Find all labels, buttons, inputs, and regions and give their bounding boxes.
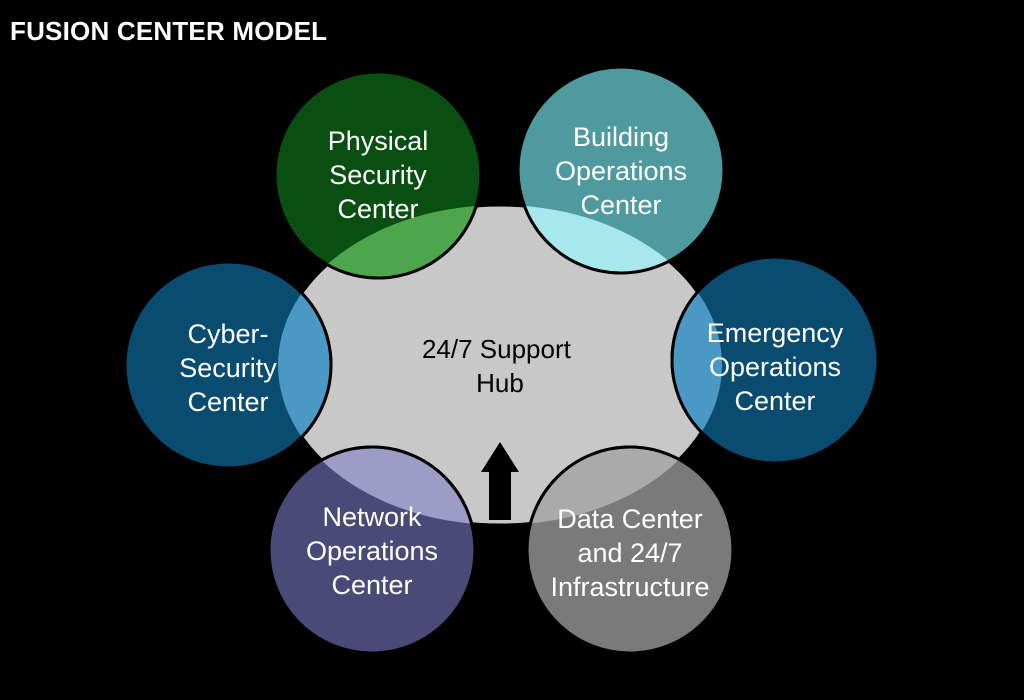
network-operations-label-line-1: Network (322, 502, 422, 532)
building-operations-label-line-3: Center (580, 190, 661, 220)
hub-label-line-1: 24/7 Support (422, 334, 572, 364)
emergency-operations-overlap (670, 255, 722, 465)
physical-security-label-line-3: Center (337, 194, 418, 224)
emergency-operations-label-line-2: Operations (709, 352, 841, 382)
building-operations-label-line-1: Building (573, 122, 669, 152)
data-center-label-line-2: and 24/7 (577, 538, 682, 568)
emergency-operations-label-line-1: Emergency (707, 318, 844, 348)
cyber-security-label-line-2: Security (179, 353, 277, 383)
hub-label-line-2: Hub (476, 368, 524, 398)
cyber-security-label-line-1: Cyber- (187, 319, 268, 349)
network-operations-label-line-2: Operations (306, 536, 438, 566)
building-operations-label-line-2: Operations (555, 156, 687, 186)
page-title: FUSION CENTER MODEL (10, 16, 328, 46)
physical-security-label-line-1: Physical (328, 126, 429, 156)
cyber-security-label-line-3: Center (187, 387, 268, 417)
up-arrow-icon (481, 442, 519, 520)
emergency-operations-label-line-3: Center (734, 386, 815, 416)
physical-security-label-line-2: Security (329, 160, 427, 190)
data-center-label-line-3: Infrastructure (550, 572, 709, 602)
network-operations-label-line-3: Center (331, 570, 412, 600)
data-center-label-line-1: Data Center (557, 504, 703, 534)
hub-label: 24/7 Support Hub (422, 334, 578, 398)
